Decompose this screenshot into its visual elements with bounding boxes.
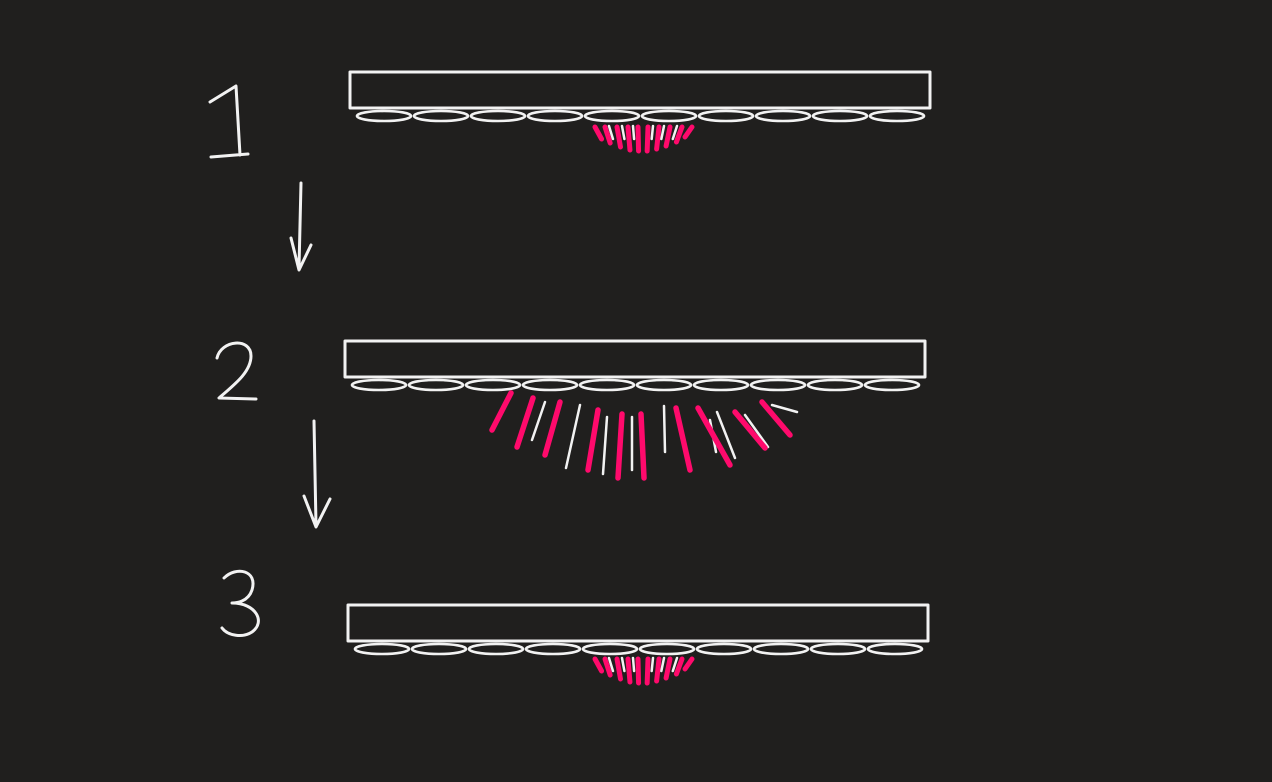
strand-pink [673,124,685,145]
segment-oval [692,378,750,392]
step-2 [215,339,927,481]
strand-pink [625,124,633,153]
segment-oval [578,378,636,392]
strand-pink [663,124,673,149]
strand-pink [638,411,647,481]
strand-pink [514,395,536,450]
segment-oval [581,642,639,656]
strand-pink [644,124,651,154]
segment-oval [350,378,408,392]
strand-white [671,656,679,673]
strands-3 [592,656,695,686]
strand-white [530,400,547,442]
strand-pink [542,399,563,458]
strand-pink [682,656,695,672]
strand-white [631,124,636,141]
segment-oval [521,378,579,392]
segment-oval [809,642,867,656]
segment-oval [410,642,468,656]
segment-oval [464,378,522,392]
segment-oval [583,109,641,123]
step-number-2 [215,341,258,401]
segment-oval [467,642,525,656]
strand-pink [614,124,623,150]
segment-oval [640,109,698,123]
strand-white [601,415,609,476]
step-number-1 [208,84,250,159]
segment-oval [524,642,582,656]
segment-oval [635,378,693,392]
strand-pink [654,656,662,684]
strands-1 [592,124,695,154]
strand-pink [615,411,625,481]
strand-white [770,403,799,414]
segment-oval [806,378,864,392]
segment-oval [752,642,810,656]
strand-pink [732,409,768,451]
strand-pink [592,124,605,142]
step-1 [208,70,932,159]
down-arrow-icon [302,419,332,529]
strand-pink [614,656,623,682]
strand-pink [635,656,642,686]
segment-oval [526,109,584,123]
segment-oval [469,109,527,123]
strand-pink [625,656,633,685]
bar-3 [346,603,930,643]
strand-pink [635,124,642,154]
strand-pink [585,407,601,473]
segment-oval [695,642,753,656]
strand-pink [673,405,693,473]
bar-1 [348,70,932,110]
strand-white [660,656,666,673]
strand-white [650,656,655,673]
segment-oval [697,109,755,123]
strand-pink [489,390,514,433]
strand-white [671,124,679,141]
segment-oval [754,109,812,123]
segment-row-3 [353,642,924,656]
strand-pink [682,124,695,140]
segment-row-1 [355,109,926,123]
strand-pink [592,656,605,674]
segment-oval [407,378,465,392]
strand-white [650,124,655,141]
segment-oval [353,642,411,656]
strand-white [631,656,636,673]
segment-oval [866,642,924,656]
step-3 [220,569,930,686]
segment-oval [868,109,926,123]
strand-white [715,410,737,460]
segment-oval [412,109,470,123]
segment-oval [863,378,921,392]
bar-2 [343,339,927,379]
down-arrow-icon [289,181,313,272]
strand-pink [695,405,733,468]
segment-oval [811,109,869,123]
strand-pink [654,124,662,152]
strand-white [620,656,626,673]
strand-white [662,404,667,454]
step-number-3 [220,569,260,637]
strand-pink [602,124,613,146]
strand-pink [759,399,793,438]
strand-white [660,124,666,141]
strand-pink [602,656,613,678]
segment-row-2 [350,378,921,392]
strand-white [607,124,615,141]
strand-pink [644,656,651,686]
strand-pink [663,656,673,681]
strand-white [607,656,615,673]
segment-oval [749,378,807,392]
strands-2 [489,390,799,481]
strand-white [743,413,770,449]
strand-white [564,403,582,470]
segment-oval [638,642,696,656]
segment-oval [355,109,413,123]
strand-white [620,124,626,141]
strand-pink [673,656,685,677]
